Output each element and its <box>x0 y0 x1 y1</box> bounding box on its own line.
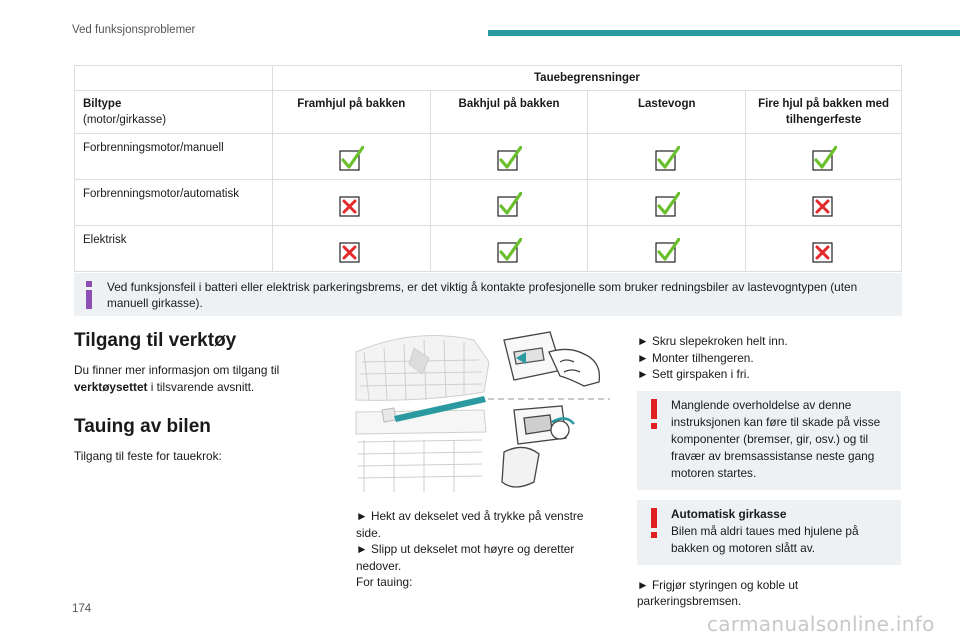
cross-icon <box>811 195 833 217</box>
column-heading: Lastevogn <box>587 90 747 134</box>
checkmark-icon <box>811 145 837 171</box>
open-cover-with-hook <box>501 405 575 488</box>
vehicle-type: Forbrenningsmotor/automatisk <box>74 179 273 226</box>
table-row: Forbrenningsmotor/manuell <box>74 133 902 180</box>
checkmark-icon <box>655 191 680 217</box>
step-item: ► Hekt av dekselet ved å trykke på venst… <box>356 509 584 540</box>
exclamation-icon <box>651 507 657 538</box>
table-group-heading: Tauebegrensninger <box>271 65 903 91</box>
mark-cell <box>429 225 589 272</box>
info-icon <box>86 281 92 309</box>
type-column-heading: Biltype (motor/girkasse) <box>74 90 273 134</box>
mark-cell <box>745 179 902 226</box>
towing-title: Tauing av bilen <box>74 416 211 437</box>
warning-text: Bilen må aldri taues med hjulene på bakk… <box>671 523 859 555</box>
mark-cell <box>271 225 431 272</box>
checkmark-icon <box>655 237 680 263</box>
column-heading: Framhjul på bakken <box>271 90 431 134</box>
mark-cell <box>587 179 747 226</box>
warning-text: Manglende overholdelse av denne instruks… <box>671 397 881 480</box>
checkmark-icon <box>655 145 680 171</box>
table-row: Elektrisk <box>74 225 902 272</box>
mark-cell <box>745 225 902 272</box>
pointer-line <box>394 396 486 422</box>
step-item: ► Frigjør styringen og koble ut parkerin… <box>637 577 799 609</box>
step-item: ► Monter tilhengeren. <box>637 350 754 365</box>
column-heading: Fire hjul på bakken med tilhengerfeste <box>745 90 902 134</box>
mark-cell <box>429 179 589 226</box>
middle-column: ► Hekt av dekselet ved å trykke på venst… <box>356 508 608 591</box>
tools-text: Du finner mer informasjon om tilgang til… <box>74 363 280 394</box>
mark-cell <box>271 179 431 226</box>
type-subheading: (motor/girkasse) <box>83 114 167 126</box>
mark-cell <box>587 225 747 272</box>
step-item: ► Sett girspaken i fri. <box>637 367 750 381</box>
watermark: carmanualsonline.info <box>707 612 935 636</box>
tools-title: Tilgang til verktøy <box>74 330 237 351</box>
info-note: Ved funksjonsfeil i batteri eller elektr… <box>74 273 902 316</box>
automatic-gearbox-warning: Automatisk girkasse Bilen må aldri taues… <box>637 499 901 565</box>
vehicle-type: Forbrenningsmotor/manuell <box>74 133 273 180</box>
right-column: ► Skru slepekroken helt inn. ► Monter ti… <box>637 333 901 610</box>
mark-cell <box>745 133 902 180</box>
mark-cell <box>429 133 589 180</box>
table-corner <box>74 65 273 91</box>
toolkit-term: verktøysettet <box>74 380 148 394</box>
type-heading: Biltype <box>83 98 122 110</box>
header-accent-bar <box>488 30 960 36</box>
warning-note: Manglende overholdelse av denne instruks… <box>637 390 901 490</box>
column-heading: Bakhjul på bakken <box>429 90 589 134</box>
left-column: Tilgang til verktøy Du finner mer inform… <box>74 330 319 465</box>
cross-icon <box>339 241 360 263</box>
vehicle-type: Elektrisk <box>74 225 273 272</box>
step-item: ► Skru slepekroken helt inn. <box>637 334 788 348</box>
tow-hook-cover-illustration <box>355 331 610 492</box>
towing-limits-table: Tauebegrensninger Biltype (motor/girkass… <box>74 65 903 272</box>
step-item: ► Slipp ut dekselet mot høyre og derette… <box>356 542 575 573</box>
car-front-icon <box>355 335 490 492</box>
exclamation-icon <box>651 398 657 429</box>
towing-subheading: For tauing: <box>356 575 413 589</box>
checkmark-icon <box>497 145 523 171</box>
checkmark-icon <box>497 237 523 263</box>
checkmark-icon <box>339 145 365 171</box>
warning-title: Automatisk girkasse <box>671 506 787 521</box>
mark-cell <box>587 133 747 180</box>
checkmark-icon <box>497 191 523 217</box>
page-number: 174 <box>72 603 92 615</box>
running-header: Ved funksjonsproblemer <box>72 24 196 36</box>
table-row: Forbrenningsmotor/automatisk <box>74 179 902 226</box>
info-note-text: Ved funksjonsfeil i batteri eller elektr… <box>107 280 858 310</box>
towing-intro: Tilgang til feste for tauekrok: <box>74 449 222 463</box>
cross-icon <box>811 241 833 263</box>
mark-cell <box>271 133 431 180</box>
hand-pressing-cover <box>503 331 601 387</box>
cross-icon <box>339 195 360 217</box>
